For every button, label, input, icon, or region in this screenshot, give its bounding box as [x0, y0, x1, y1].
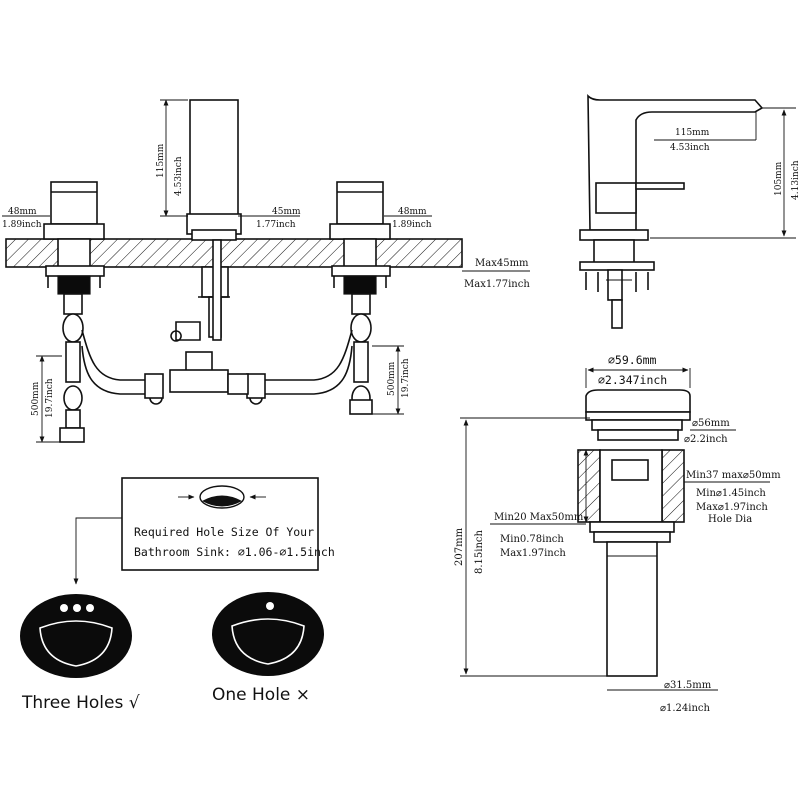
side-height-in: 4.13inch [791, 160, 800, 200]
left-handle [50, 181, 98, 225]
one-hole-label: One Hole × [212, 685, 310, 705]
spout-height-mm: 115mm [156, 143, 166, 178]
thickness-min-in: Min0.78inch [500, 534, 564, 545]
right-hose-in: 19.7inch [401, 358, 411, 398]
right-handle [336, 181, 384, 225]
left-hose-in: 19.7inch [45, 378, 55, 418]
side-reach-mm: 115mm [675, 128, 710, 138]
drain-sink-right [661, 449, 685, 523]
drain-length-in: 8.15inch [474, 529, 485, 574]
side-lever [595, 182, 637, 214]
deck-max-in: Max1.77inch [464, 279, 530, 290]
sink-hole-icon [86, 604, 94, 612]
pop-up-drain: ⌀59.6mm ⌀2.347inch ⌀56mm ⌀2.2inch Min37 … [454, 353, 781, 714]
left-hose [59, 293, 164, 443]
left-hose-mm: 500mm [31, 381, 41, 416]
sink-hole-icon [60, 604, 68, 612]
note-line-1: Required Hole Size Of Your [134, 525, 314, 539]
thickness-max-in: Max1.97inch [500, 548, 566, 559]
sink-basin-three [20, 594, 132, 678]
hole-size-note: Required Hole Size Of Your Bathroom Sink… [73, 477, 335, 585]
right-handle-in: 1.89inch [392, 220, 432, 230]
sink-basin-one [212, 592, 324, 676]
note-line-2: Bathroom Sink: ⌀1.06-⌀1.5inch [134, 545, 335, 559]
left-handle-in: 1.89inch [2, 220, 42, 230]
thickness-mm: Min20 Max50mm [494, 512, 584, 523]
spout-width-mm: 45mm [272, 207, 301, 217]
sink-hole-icon [266, 602, 274, 610]
faucet-side-view: 115mm 4.53inch 105mm 4.13inch [579, 94, 800, 329]
spout-width-in: 1.77inch [256, 220, 296, 230]
note-box [121, 477, 319, 571]
hole-dia-mm: Min37 max⌀50mm [686, 470, 781, 481]
hole-min-in: Min⌀1.45inch [696, 488, 766, 499]
drain-length-mm: 207mm [454, 527, 465, 566]
hole-max-in: Max⌀1.97inch [696, 502, 768, 513]
right-hose [227, 293, 373, 415]
hole-dia-label: Hole Dia [708, 514, 752, 525]
right-hose-mm: 500mm [387, 361, 397, 396]
side-reach-in: 4.53inch [670, 143, 710, 153]
sink-three-holes: Three Holes √ [20, 594, 140, 713]
left-handle-mm: 48mm [8, 207, 37, 217]
tail-dia-in: ⌀1.24inch [660, 703, 711, 714]
right-handle-mm: 48mm [398, 207, 427, 217]
faucet-front-view: 115mm 4.53inch 45mm 1.77inch 48mm 1.89in… [2, 99, 530, 443]
cap-dia-mm: ⌀59.6mm [608, 353, 657, 367]
spout-height-in: 4.53inch [174, 156, 184, 196]
tail-dia-mm: ⌀31.5mm [664, 680, 712, 691]
drain-tailpiece [606, 541, 658, 677]
three-holes-label: Three Holes √ [21, 693, 140, 713]
cap-dia-in: ⌀2.347inch [598, 373, 667, 387]
deck-max-mm: Max45mm [475, 258, 529, 269]
flange-dia-in: ⌀2.2inch [684, 434, 728, 445]
drain-cap [585, 389, 691, 413]
side-height-mm: 105mm [774, 161, 784, 196]
sink-hole-icon [73, 604, 81, 612]
sink-one-hole: One Hole × [212, 592, 324, 705]
flange-dia-mm: ⌀56mm [692, 418, 730, 429]
spout-body [189, 99, 239, 217]
